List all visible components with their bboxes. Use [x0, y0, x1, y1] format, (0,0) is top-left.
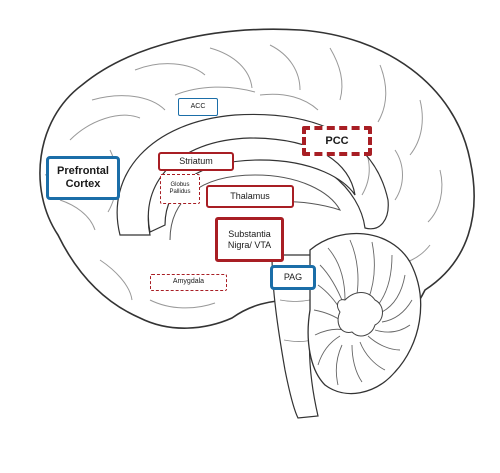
striatum-label: Striatum [158, 152, 234, 171]
pcc-label: PCC [302, 126, 372, 156]
pag-label: PAG [270, 265, 316, 290]
acc-label: ACC [178, 98, 218, 116]
prefrontal-cortex-label: Prefrontal Cortex [46, 156, 120, 200]
substantia-nigra-vta-label: Substantia Nigra/ VTA [215, 217, 284, 262]
globus-pallidus-label: Globus Pallidus [160, 174, 200, 204]
cerebellum-folia [313, 239, 413, 386]
arbor-vitae [337, 292, 383, 337]
thalamus-label: Thalamus [206, 185, 294, 208]
amygdala-label: Amygdala [150, 274, 227, 291]
